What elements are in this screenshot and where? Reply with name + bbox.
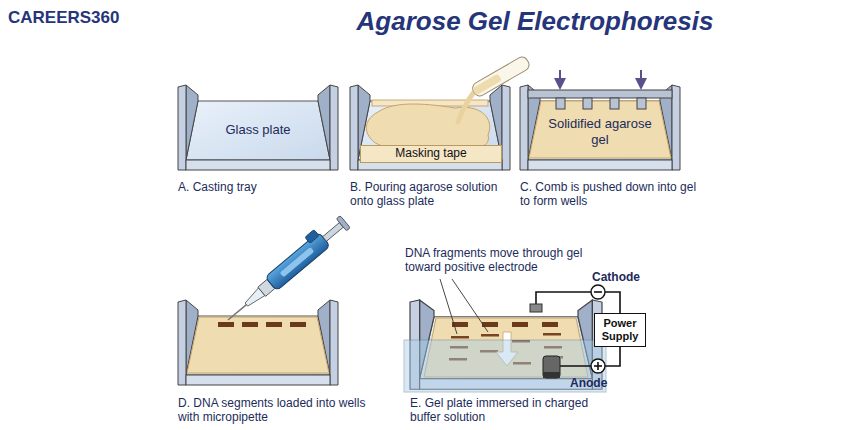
cathode-electrode [530, 304, 542, 312]
wells [218, 322, 306, 327]
agarose-puddle [366, 104, 489, 148]
panel-caption: A. Casting tray [178, 180, 348, 194]
pouring-tube [472, 74, 502, 96]
panel-caption: E. Gel plate immersed in charged buffer … [410, 396, 610, 425]
minus-sign [591, 285, 605, 299]
micropipette [336, 216, 350, 231]
wells [218, 322, 234, 327]
dna-bands [543, 333, 561, 336]
leader-lines [440, 279, 457, 334]
micropipette [228, 303, 248, 320]
casting-tray [350, 85, 510, 170]
annotation: DNA fragments move through gel toward po… [405, 246, 595, 275]
plus-sign [591, 359, 605, 373]
casting-tray [178, 300, 338, 385]
casting-tray [520, 85, 680, 170]
node-text: Power Supply [598, 317, 642, 342]
panel-caption: D. DNA segments loaded into wells with m… [178, 396, 378, 425]
masking-tape-band: Masking tape [360, 145, 502, 163]
micropipette [323, 223, 344, 242]
micropipette [280, 247, 314, 277]
micropipette [265, 232, 330, 291]
anode-electrode [543, 356, 560, 378]
leader-lines [452, 279, 488, 332]
agarose-stream [458, 92, 474, 122]
anode-electrode [543, 356, 560, 378]
plus-sign [597, 362, 599, 370]
casting-tray [178, 300, 338, 385]
node-text: Masking tape [362, 147, 500, 161]
micropipette [219, 211, 351, 327]
casting-tray [178, 85, 338, 170]
leader-lines [440, 279, 488, 334]
minus-sign [594, 291, 602, 293]
dna-bands [481, 334, 499, 337]
comb [637, 98, 646, 109]
part-label: Solidified agarose gel [546, 116, 654, 147]
dna-bands [451, 336, 469, 339]
wells [290, 322, 306, 327]
comb [556, 98, 565, 109]
comb [528, 90, 672, 109]
comb [610, 98, 619, 109]
electrode-label: Anode [570, 376, 607, 390]
anode-electrode [543, 372, 560, 378]
push-arrow [640, 70, 642, 84]
plus-sign [591, 359, 605, 373]
solidified-gel [529, 101, 671, 158]
panel-caption: B. Pouring agarose solution onto glass p… [350, 180, 520, 209]
wells [542, 322, 558, 327]
comb [583, 98, 592, 109]
casting-tray [520, 85, 680, 170]
wells [512, 322, 528, 327]
gel [187, 317, 329, 373]
casting-tray [350, 85, 510, 170]
wells [452, 322, 558, 327]
wells [266, 322, 282, 327]
comb [528, 90, 672, 98]
wells [242, 322, 258, 327]
panel-caption: C. Comb is pushed down into gel to form … [520, 180, 700, 209]
electrode-label: Cathode [592, 270, 640, 284]
micropipette [305, 230, 319, 244]
casting-tray [178, 85, 338, 170]
logo: CAREERS360 [8, 8, 120, 28]
part-label: Glass plate [213, 122, 303, 138]
power-supply-box: Power Supply [594, 313, 646, 346]
push-arrow [559, 70, 561, 84]
title: Agarose Gel Electrophoresis [215, 6, 855, 37]
minus-sign [591, 285, 605, 299]
